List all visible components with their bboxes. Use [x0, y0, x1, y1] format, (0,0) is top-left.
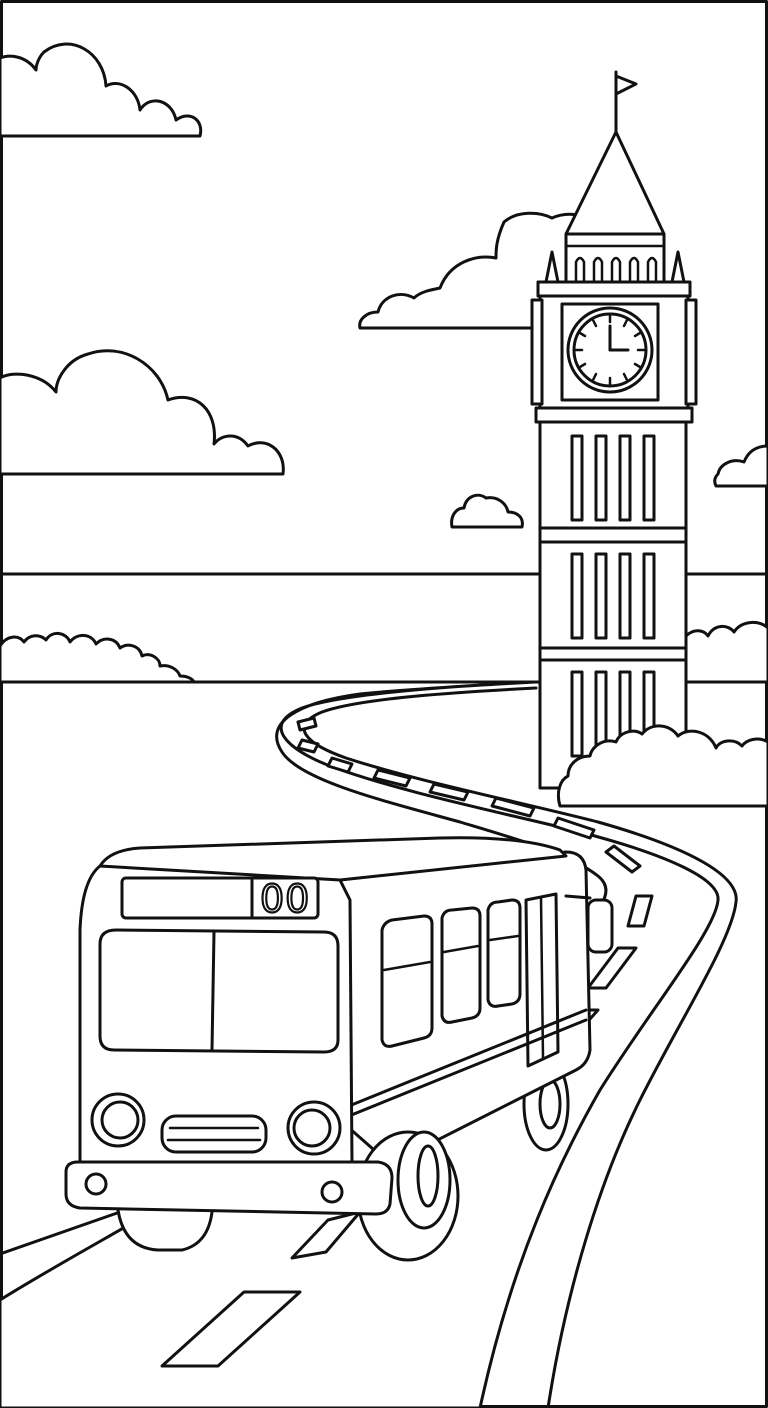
tower-ledge [534, 406, 694, 424]
bus-route-number: 00 [260, 877, 310, 921]
bus-side-windows [380, 898, 522, 1048]
bumper-light-left [84, 1172, 108, 1196]
bus-roof [98, 836, 568, 882]
bushes-right-horizon [684, 621, 768, 684]
cloud-middle-left [0, 349, 285, 476]
bushes-left [0, 632, 196, 684]
tower-spire [564, 130, 666, 236]
clock-ticks [574, 314, 646, 386]
bus-bumper [64, 1160, 394, 1216]
road-edge-line [302, 686, 738, 1408]
road-left-edge [0, 1210, 122, 1256]
tower-windows [570, 434, 656, 758]
bus-side-mirror [564, 894, 614, 954]
bus-headlight-left [90, 1092, 146, 1148]
bus-headlight-right [286, 1100, 342, 1156]
windshield-divider [210, 930, 216, 1052]
bus-side-stripe [342, 1008, 588, 1110]
bus-windshield [98, 928, 340, 1054]
clock-tower [530, 70, 698, 790]
tower-cornice [536, 280, 692, 298]
flag-icon [614, 74, 638, 96]
cloud-top-left [0, 42, 203, 138]
bushes-tower-base [556, 724, 768, 808]
bus-route-sign [120, 876, 320, 920]
bus: 00 [64, 836, 614, 1262]
pinnacle-right [670, 250, 686, 284]
belfry-arches [574, 256, 658, 284]
cloud-small-right [713, 444, 768, 488]
cloud-small-center [450, 493, 524, 529]
bumper-light-right [320, 1180, 344, 1204]
bus-grille [160, 1114, 268, 1154]
